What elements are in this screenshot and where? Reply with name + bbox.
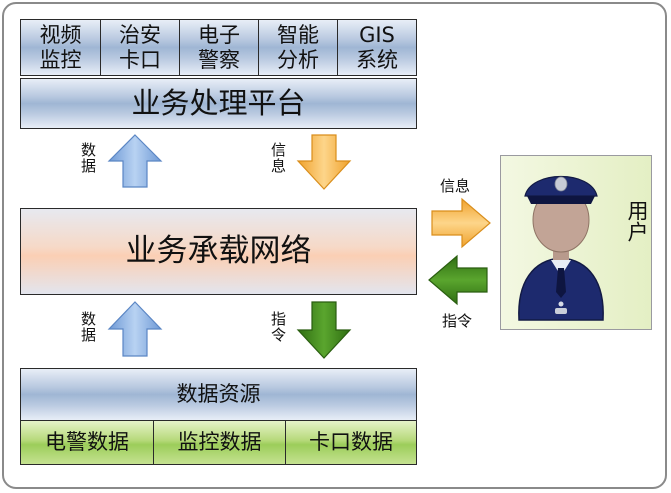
arrow-left-icon: [428, 254, 488, 306]
label-from-user: 指令: [442, 312, 473, 330]
resource-item-electronic-police-data: 电警数据: [20, 420, 154, 465]
label-lower-left: 数据: [79, 311, 97, 343]
user-panel: 用户: [500, 155, 652, 330]
top-cell-security-checkpoint: 治安 卡口: [100, 19, 180, 76]
resource-item-label: 卡口数据: [309, 430, 393, 455]
resource-item-label: 监控数据: [177, 430, 262, 455]
carrier-network-label: 业务承载网络: [125, 232, 312, 269]
data-resources-title: 数据资源: [176, 382, 261, 407]
label-upper-left: 数据: [79, 142, 97, 174]
top-cell-line2: 监控: [39, 47, 82, 72]
data-resources-box: 数据资源: [20, 368, 417, 421]
resource-item-label: 电警数据: [45, 430, 129, 455]
business-platform-box: 业务处理平台: [20, 78, 417, 129]
top-cell-line1: 电子: [198, 23, 240, 48]
arrow-right-icon: [431, 197, 491, 249]
top-cell-electronic-police: 电子 警察: [179, 19, 259, 76]
police-officer-icon: [518, 176, 604, 321]
top-cell-line1: 视频: [39, 23, 82, 48]
label-upper-right: 信息: [269, 142, 287, 174]
business-platform-label: 业务处理平台: [131, 85, 306, 120]
top-cell-line2: 卡口: [119, 47, 161, 72]
top-cell-gis-system: GIS 系统: [337, 19, 417, 76]
top-cell-line2: 警察: [198, 47, 240, 72]
top-cell-line1: 智能: [277, 23, 319, 48]
resource-item-monitoring-data: 监控数据: [153, 420, 286, 465]
label-to-user: 信息: [440, 177, 471, 195]
arrow-up-upper-icon: [107, 134, 163, 188]
top-cell-video-surveillance: 视频 监控: [20, 19, 101, 76]
arrow-down-upper-icon: [296, 134, 352, 190]
label-lower-right: 指令: [269, 311, 287, 343]
arrow-down-lower-icon: [296, 301, 352, 359]
carrier-network-box: 业务承载网络: [20, 208, 417, 295]
top-cell-line1: GIS: [359, 23, 395, 48]
user-label: 用户: [625, 200, 649, 242]
resource-item-checkpoint-data: 卡口数据: [285, 420, 417, 465]
top-cell-line2: 系统: [356, 47, 398, 72]
arrow-up-lower-icon: [107, 301, 163, 357]
top-cell-line1: 治安: [119, 23, 161, 48]
top-cell-intelligent-analysis: 智能 分析: [258, 19, 338, 76]
top-cell-line2: 分析: [277, 47, 319, 72]
